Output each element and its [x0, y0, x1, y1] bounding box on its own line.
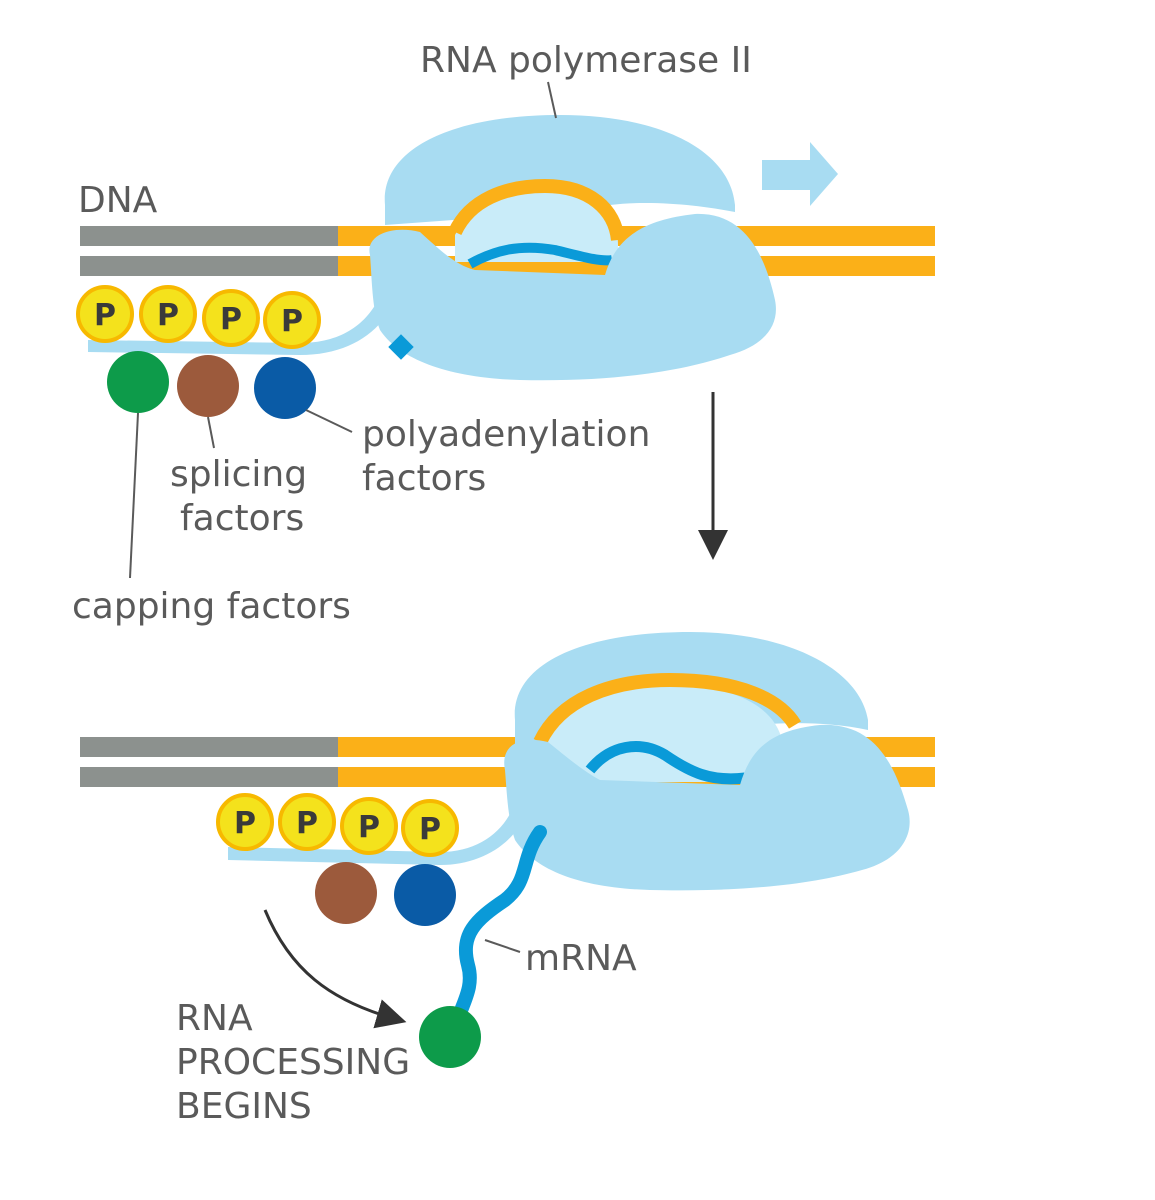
phosphate-group-top: P P P P — [76, 285, 321, 349]
polymerase-upper-lobe — [384, 115, 735, 225]
dna-strand-gray — [80, 226, 338, 246]
phosphate-group-bottom: P P P P — [216, 793, 459, 857]
top-panel: P P P P RNA polymerase II DNA — [72, 40, 935, 627]
dna-unwound-strand — [448, 178, 625, 242]
phosphate: P — [202, 289, 260, 347]
svg-text:P: P — [157, 298, 179, 333]
label-leader-capping — [129, 412, 139, 579]
dna-label: DNA — [78, 180, 158, 221]
splicing-label-line2: factors — [180, 498, 304, 539]
capping-factor — [107, 351, 169, 413]
polymerase-lower-lobe — [504, 724, 910, 891]
phosphate: P — [216, 793, 274, 851]
polyadenylation-label-line2: factors — [362, 458, 486, 499]
splicing-label-line1: splicing — [170, 454, 307, 495]
label-leader-splicing — [207, 416, 215, 449]
rna-dna-hybrid — [585, 741, 746, 785]
splicing-factor — [177, 355, 239, 417]
bottom-panel: P P P P mRNA RNA PROCESSING BE — [80, 632, 935, 1127]
label-leader-polyadenylation — [305, 409, 353, 433]
phosphate: P — [76, 285, 134, 343]
rna-dna-hybrid — [467, 242, 613, 269]
label-leader-rna-pol — [547, 81, 557, 119]
capping-label: capping factors — [72, 586, 351, 627]
phosphate: P — [263, 291, 321, 349]
dna-strand-gray — [80, 737, 338, 757]
polymerase-fragment — [388, 334, 414, 360]
processing-label-line2: PROCESSING — [176, 1042, 410, 1083]
label-leader-mrna — [484, 939, 521, 953]
svg-text:P: P — [358, 810, 380, 845]
dna-strand-gray — [80, 256, 338, 276]
direction-arrow — [762, 142, 838, 206]
svg-text:P: P — [419, 812, 441, 847]
mrna-strand — [448, 825, 547, 1037]
svg-text:P: P — [94, 298, 116, 333]
transcription-bubble-top — [455, 188, 618, 262]
svg-text:P: P — [234, 806, 256, 841]
phosphate: P — [401, 799, 459, 857]
processing-label-line3: BEGINS — [176, 1086, 312, 1127]
mrna-label: mRNA — [525, 938, 637, 979]
processing-arrow — [263, 909, 407, 1029]
capping-factor — [419, 1006, 481, 1068]
dna-unwound-strand — [533, 672, 801, 746]
processing-label-line1: RNA — [176, 998, 253, 1039]
phosphate: P — [139, 285, 197, 343]
polyadenylation-factor — [394, 864, 456, 926]
svg-text:P: P — [296, 806, 318, 841]
polymerase-lower-lobe — [369, 213, 776, 381]
phosphate: P — [278, 793, 336, 851]
rna-polymerase-label: RNA polymerase II — [420, 40, 752, 81]
dna-strand-gray — [80, 767, 338, 787]
polyadenylation-label-line1: polyadenylation — [362, 414, 650, 455]
phosphate: P — [340, 797, 398, 855]
polyadenylation-factor — [254, 357, 316, 419]
splicing-factor — [315, 862, 377, 924]
ctd-tail — [228, 810, 526, 865]
svg-text:P: P — [220, 302, 242, 337]
svg-text:P: P — [281, 304, 303, 339]
